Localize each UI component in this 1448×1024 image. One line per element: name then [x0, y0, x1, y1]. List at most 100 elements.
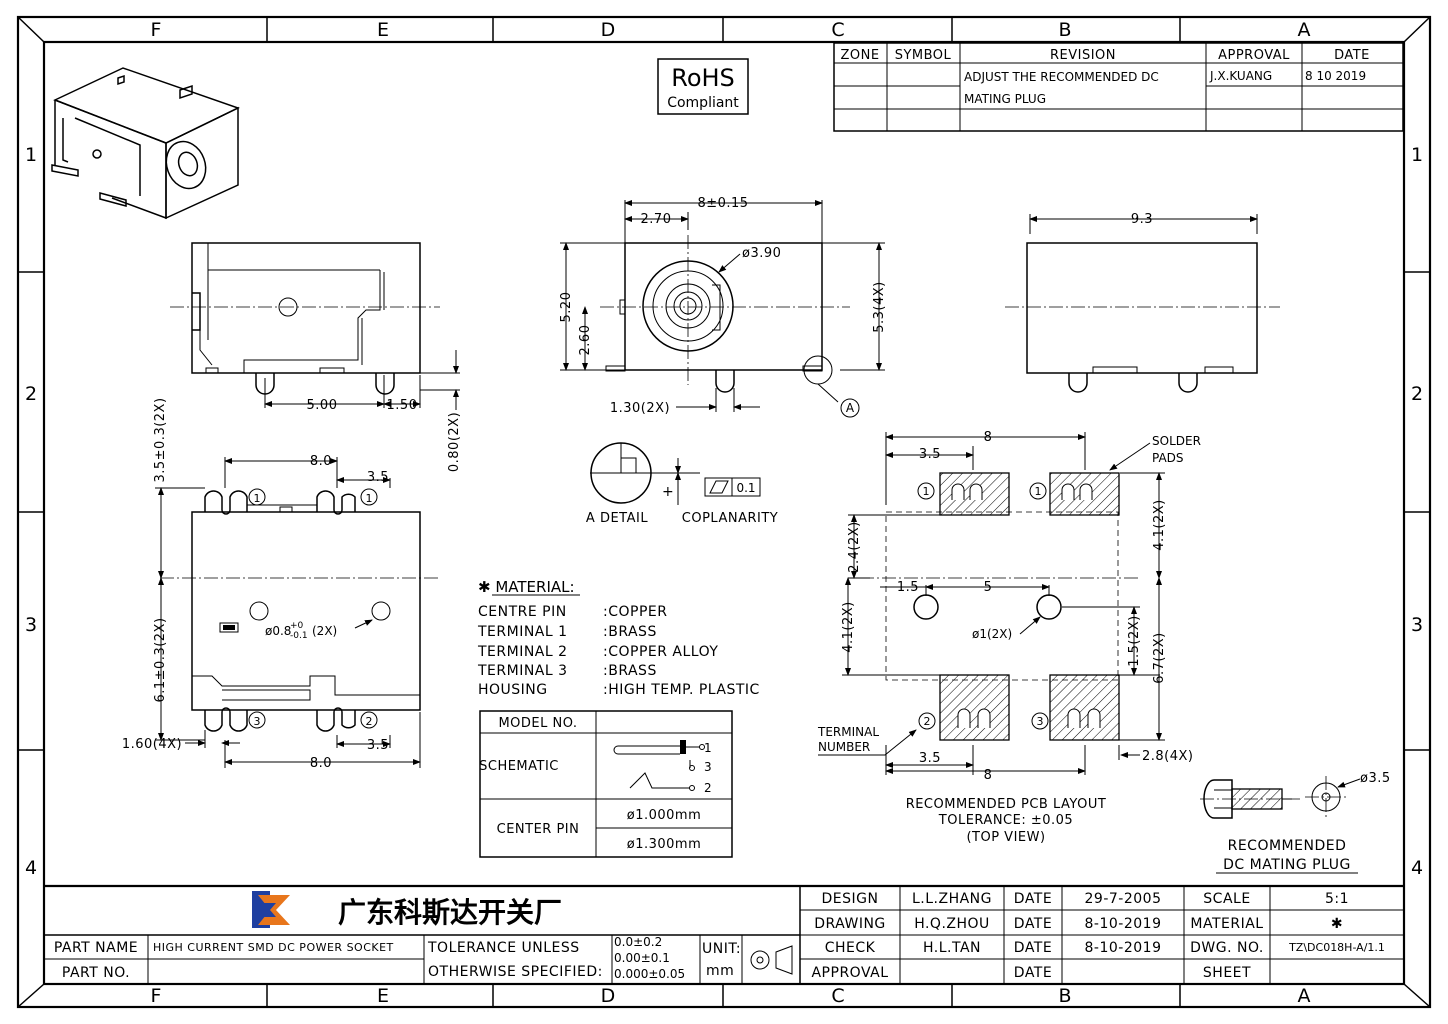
check-name: H.L.TAN	[923, 940, 981, 956]
dim-0-80: 0.80(2X)	[447, 412, 462, 472]
material-value: :BRASS	[603, 663, 657, 679]
design-name: L.L.ZHANG	[912, 891, 992, 907]
pcb-dim-8-low: 8	[984, 768, 993, 783]
rev-header-symbol: SYMBOL	[895, 48, 952, 63]
dim-pin-width: 1.30(2X)	[610, 401, 670, 416]
dim-bottom-3-5-low: 3.5	[367, 738, 389, 753]
dim-hole-diameter: ø3.90	[742, 246, 781, 261]
rev-header-zone: ZONE	[840, 48, 879, 63]
sheet-border	[16, 15, 1432, 1009]
material-value: :HIGH TEMP. PLASTIC	[603, 682, 760, 698]
isometric-view	[51, 67, 240, 220]
row-label: 4	[1411, 857, 1423, 879]
pcb-dim-8-top: 8	[984, 430, 993, 445]
company-logo-icon	[252, 891, 290, 928]
design-label: DESIGN	[822, 891, 879, 907]
terminal-mark-3: 3	[254, 715, 261, 728]
detail-ref-a: A	[846, 401, 855, 415]
part-name: HIGH CURRENT SMD DC POWER SOCKET	[153, 941, 394, 954]
dim-height-5-20: 5.20	[559, 292, 574, 323]
material-label: MATERIAL	[1190, 916, 1263, 932]
col-label: B	[1058, 985, 1071, 1007]
rev-header-date: DATE	[1334, 48, 1370, 63]
front-view	[560, 200, 885, 418]
tolerance-2-decimal: 0.00±0.1	[614, 951, 670, 965]
rev-header-revision: REVISION	[1050, 48, 1116, 63]
material-name: TERMINAL 3	[477, 663, 568, 679]
plug-caption-2: DC MATING PLUG	[1223, 857, 1351, 873]
date-label: DATE	[1014, 965, 1052, 981]
dim-hole-tol-count: (2X)	[312, 624, 337, 638]
coplanarity-label: COPLANARITY	[682, 511, 778, 526]
rev-date: 8 10 2019	[1305, 69, 1366, 83]
dim-bottom-8-0-low: 8.0	[310, 756, 332, 771]
pcb-dim-1-5: 1.5	[897, 580, 919, 595]
plug-diameter: ø3.5	[1360, 771, 1391, 786]
pcb-hole-diameter: ø1(2X)	[972, 627, 1012, 641]
unit-value: mm	[706, 963, 734, 979]
solder-pads-label: SOLDER	[1152, 434, 1201, 448]
date-label: DATE	[1014, 940, 1052, 956]
side-view-right	[1005, 214, 1280, 393]
coplanarity-value: 0.1	[736, 481, 755, 495]
pcb-layout	[818, 432, 1165, 775]
unit-label: UNIT:	[702, 941, 741, 957]
part-name-label: PART NAME	[54, 940, 138, 956]
pcb-terminal-2: 2	[924, 715, 931, 728]
check-date: 8-10-2019	[1085, 940, 1162, 956]
col-label: D	[601, 985, 616, 1007]
material-value: :BRASS	[603, 624, 657, 640]
dim-5-00: 5.00	[307, 398, 338, 413]
row-label: 3	[1411, 614, 1423, 636]
rev-approval: J.X.KUANG	[1209, 69, 1272, 83]
svg-text:+: +	[662, 484, 674, 500]
material-name: TERMINAL 1	[477, 624, 568, 640]
row-label: 4	[25, 857, 37, 879]
rev-description-1: ADJUST THE RECOMMENDED DC	[964, 70, 1159, 84]
scale-value: 5:1	[1325, 891, 1349, 907]
dim-front-offset: 2.70	[641, 212, 672, 227]
title-block	[44, 884, 1404, 984]
col-label: C	[831, 19, 844, 41]
schematic-pin-1: 1	[704, 741, 712, 755]
scale-label: SCALE	[1203, 891, 1250, 907]
dim-bottom-3-5-top: 3.5	[367, 470, 389, 485]
material-name: CENTRE PIN	[478, 604, 567, 620]
pcb-dim-2-4: 2.4(2X)	[847, 521, 862, 573]
pcb-dim-4-1: 4.1(2X)	[1152, 499, 1167, 551]
pcb-caption-1: RECOMMENDED PCB LAYOUT	[906, 797, 1107, 812]
col-label: C	[831, 985, 844, 1007]
dim-height-2-60: 2.60	[578, 325, 593, 356]
dim-bottom-1-60: 1.60(4X)	[122, 737, 182, 752]
material-title: ✱ MATERIAL:	[478, 578, 575, 596]
tolerance-label-1: TOLERANCE UNLESS	[427, 940, 580, 956]
drawing-date: 8-10-2019	[1085, 916, 1162, 932]
approval-label: APPROVAL	[811, 965, 888, 981]
pcb-dim-3-5-low: 3.5	[919, 751, 941, 766]
dc-mating-plug	[1200, 776, 1361, 874]
zone-labels: F E D C B A F E D C B A 1 2 3 4 1 2 3 4	[25, 19, 1423, 1007]
date-label: DATE	[1014, 916, 1052, 932]
row-label: 2	[1411, 383, 1423, 405]
terminal-mark-2: 2	[366, 715, 373, 728]
dim-bottom-6-1-tol: 6.1±0.3(2X)	[153, 617, 168, 702]
pcb-dim-3-5-top: 3.5	[919, 447, 941, 462]
terminal-number-label-2: NUMBER	[818, 740, 870, 754]
col-label: E	[377, 19, 389, 41]
model-table	[479, 710, 733, 858]
col-label: F	[151, 985, 162, 1007]
col-label: F	[151, 19, 162, 41]
rev-description-2: MATING PLUG	[964, 92, 1046, 106]
check-label: CHECK	[825, 940, 876, 956]
col-label: E	[377, 985, 389, 1007]
design-date: 29-7-2005	[1085, 891, 1162, 907]
solder-pads-label-2: PADS	[1152, 451, 1184, 465]
center-pin-a: ø1.000mm	[627, 808, 702, 823]
part-no-label: PART NO.	[62, 965, 130, 981]
material-value: :COPPER ALLOY	[603, 644, 718, 660]
date-label: DATE	[1014, 891, 1052, 907]
plug-caption-1: RECOMMENDED	[1228, 838, 1347, 854]
col-label: B	[1058, 19, 1071, 41]
model-no-label: MODEL NO.	[498, 716, 577, 731]
